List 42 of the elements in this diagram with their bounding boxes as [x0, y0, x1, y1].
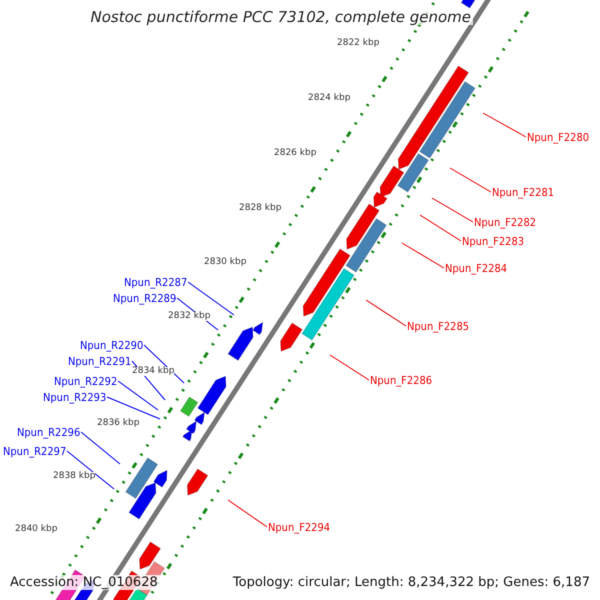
gene-label: Npun_F2283 — [462, 236, 524, 247]
gene-label: Npun_R2289 — [113, 293, 176, 304]
leader-line — [80, 432, 120, 464]
info-text: Topology: circular; Length: 8,234,322 bp; Genes: 6,187 — [230, 575, 592, 590]
leader-line — [228, 500, 268, 528]
scale-label: 2836 kbp — [97, 419, 140, 428]
gene-label: Npun_F2286 — [370, 375, 432, 386]
gene-label: Npun_R2292 — [54, 376, 118, 387]
scale-label: 2828 kbp — [239, 204, 282, 213]
scale-label: 2826 kbp — [274, 149, 316, 158]
gene-label: Npun_R2290 — [80, 340, 144, 351]
scale-label: 2840 kbp — [15, 525, 58, 534]
scale-label: 2834 kbp — [132, 367, 174, 376]
gene-label: Npun_R2297 — [3, 446, 66, 457]
scale-label: 2832 kbp — [168, 312, 210, 321]
gene-label: Npun_R2291 — [68, 356, 132, 367]
scale-label: 2824 kbp — [308, 94, 350, 103]
gene-label: Npun_R2287 — [124, 277, 188, 288]
gene-label: Npun_F2282 — [474, 217, 536, 228]
gene-label: Npun_F2281 — [492, 187, 554, 198]
leader-line — [402, 242, 444, 268]
leader-line — [66, 450, 114, 490]
info-text: Accession: NC_010628 — [8, 575, 160, 590]
gene-label: Npun_F2280 — [527, 132, 590, 143]
gene-label: Npun_F2294 — [268, 522, 330, 533]
gene-label: Npun_R2296 — [17, 427, 80, 438]
scale-label: 2830 kbp — [204, 258, 246, 267]
scale-label: 2838 kbp — [53, 472, 96, 481]
gene-label: Npun_F2284 — [445, 263, 508, 274]
leader-line — [330, 354, 370, 380]
leader-line — [482, 112, 526, 138]
leader-line — [432, 198, 474, 222]
leader-line — [118, 380, 158, 410]
gene-label: Npun_F2285 — [407, 321, 470, 332]
scale-label: 2822 kbp — [337, 39, 380, 48]
leader-line — [366, 300, 406, 326]
leader-line — [106, 396, 160, 420]
title: Nostoc punctiforme PCC 73102, complete genome — [88, 10, 473, 25]
leader-line — [420, 214, 462, 242]
leader-line — [188, 282, 234, 316]
leader-line — [450, 168, 492, 192]
gene-label: Npun_R2293 — [43, 392, 106, 403]
